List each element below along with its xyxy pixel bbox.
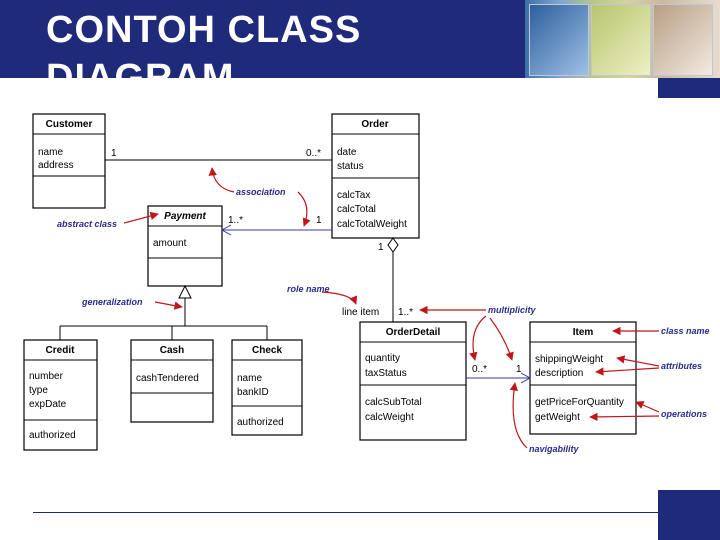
attr-credit-expdate: expDate (29, 399, 67, 410)
attr-check-name: name (237, 373, 262, 384)
role-name-line-item: line item (342, 307, 379, 318)
class-orderdetail: OrderDetail quantity taxStatus calcSubTo… (359, 321, 467, 441)
header-accent-box (658, 78, 720, 98)
attr-orderdetail-taxstatus: taxStatus (365, 368, 407, 379)
annotation-association: association (208, 167, 311, 227)
attr-customer-address: address (38, 160, 74, 171)
svg-text:operations: operations (661, 409, 707, 419)
class-order: Order date status calcTax calcTotal calc… (331, 113, 420, 239)
mult-detail-item-left: 0..* (472, 364, 487, 375)
class-name-cash: Cash (160, 345, 184, 356)
class-name-item: Item (573, 327, 594, 338)
class-cash: Cash cashTendered (130, 339, 214, 423)
footer-rule (33, 512, 691, 513)
svg-text:attributes: attributes (661, 361, 702, 371)
header-photo-1 (529, 4, 589, 76)
op-check-authorized: authorized (237, 417, 284, 428)
op-order-calctotalweight: calcTotalWeight (337, 219, 407, 230)
association-order-payment (220, 224, 332, 236)
class-credit: Credit number type expDate authorized (23, 339, 98, 451)
svg-text:multiplicity: multiplicity (488, 305, 536, 315)
mult-customer-order-right: 0..* (306, 148, 321, 159)
composition-order-orderdetail (387, 237, 399, 322)
op-orderdetail-calcsubtotal: calcSubTotal (365, 397, 422, 408)
attr-credit-type: type (29, 385, 48, 396)
annotation-operations: operations (589, 401, 707, 422)
mult-order-payment-right: 1 (316, 215, 322, 226)
op-credit-authorized: authorized (29, 430, 76, 441)
attr-orderdetail-quantity: quantity (365, 353, 400, 364)
association-orderdetail-item (466, 372, 532, 384)
svg-text:navigability: navigability (529, 444, 580, 454)
op-item-getpriceforquantity: getPriceForQuantity (535, 397, 624, 408)
annotation-attributes: attributes (595, 355, 702, 376)
attr-customer-name: name (38, 147, 63, 158)
op-item-getweight: getWeight (535, 412, 580, 423)
annotation-navigability: navigability (509, 382, 580, 454)
class-name-customer: Customer (46, 119, 93, 130)
generalization-tree (59, 284, 268, 340)
mult-detail-item-right: 1 (516, 364, 522, 375)
footer-accent-box (658, 490, 720, 540)
class-payment: Payment amount (147, 205, 223, 287)
attr-order-status: status (337, 161, 364, 172)
attr-cash-cashtendered: cashTendered (136, 373, 199, 384)
annotation-abstract-class: abstract class (57, 211, 159, 229)
attr-payment-amount: amount (153, 238, 187, 249)
svg-text:generalization: generalization (81, 297, 143, 307)
op-order-calctax: calcTax (337, 190, 370, 201)
header-photo-strip (525, 0, 720, 78)
header-photo-3 (653, 4, 713, 76)
class-item: Item shippingWeight description getPrice… (529, 321, 637, 435)
class-name-check: Check (252, 345, 282, 356)
mult-customer-order-left: 1 (111, 148, 117, 159)
annotation-generalization: generalization (81, 297, 183, 310)
class-check: Check name bankID authorized (231, 339, 303, 436)
svg-text:abstract class: abstract class (57, 219, 117, 229)
attr-credit-number: number (29, 371, 64, 382)
mult-order-detail-top: 1 (378, 242, 384, 253)
class-name-orderdetail: OrderDetail (386, 327, 441, 338)
attr-check-bankid: bankID (237, 387, 269, 398)
op-order-calctotal: calcTotal (337, 204, 376, 215)
svg-text:association: association (236, 187, 286, 197)
svg-text:role name: role name (287, 284, 330, 294)
annotation-role-name: role name (287, 284, 358, 305)
class-name-credit: Credit (46, 345, 76, 356)
annotation-multiplicity: multiplicity (419, 305, 536, 361)
mult-order-detail-bottom: 1..* (398, 307, 413, 318)
annotation-class-name: class name (612, 326, 710, 336)
class-name-payment: Payment (164, 211, 206, 222)
attr-item-shippingweight: shippingWeight (535, 354, 603, 365)
class-name-order: Order (361, 119, 388, 130)
slide-header: CONTOH CLASS DIAGRAM (0, 0, 720, 78)
op-orderdetail-calcweight: calcWeight (365, 412, 414, 423)
attr-order-date: date (337, 147, 357, 158)
attr-item-description: description (535, 368, 583, 379)
svg-text:class name: class name (661, 326, 710, 336)
mult-order-payment-left: 1..* (228, 215, 243, 226)
slide-title: CONTOH CLASS DIAGRAM (46, 9, 362, 78)
class-customer: Customer name address (32, 113, 106, 209)
header-photo-2 (591, 4, 651, 76)
